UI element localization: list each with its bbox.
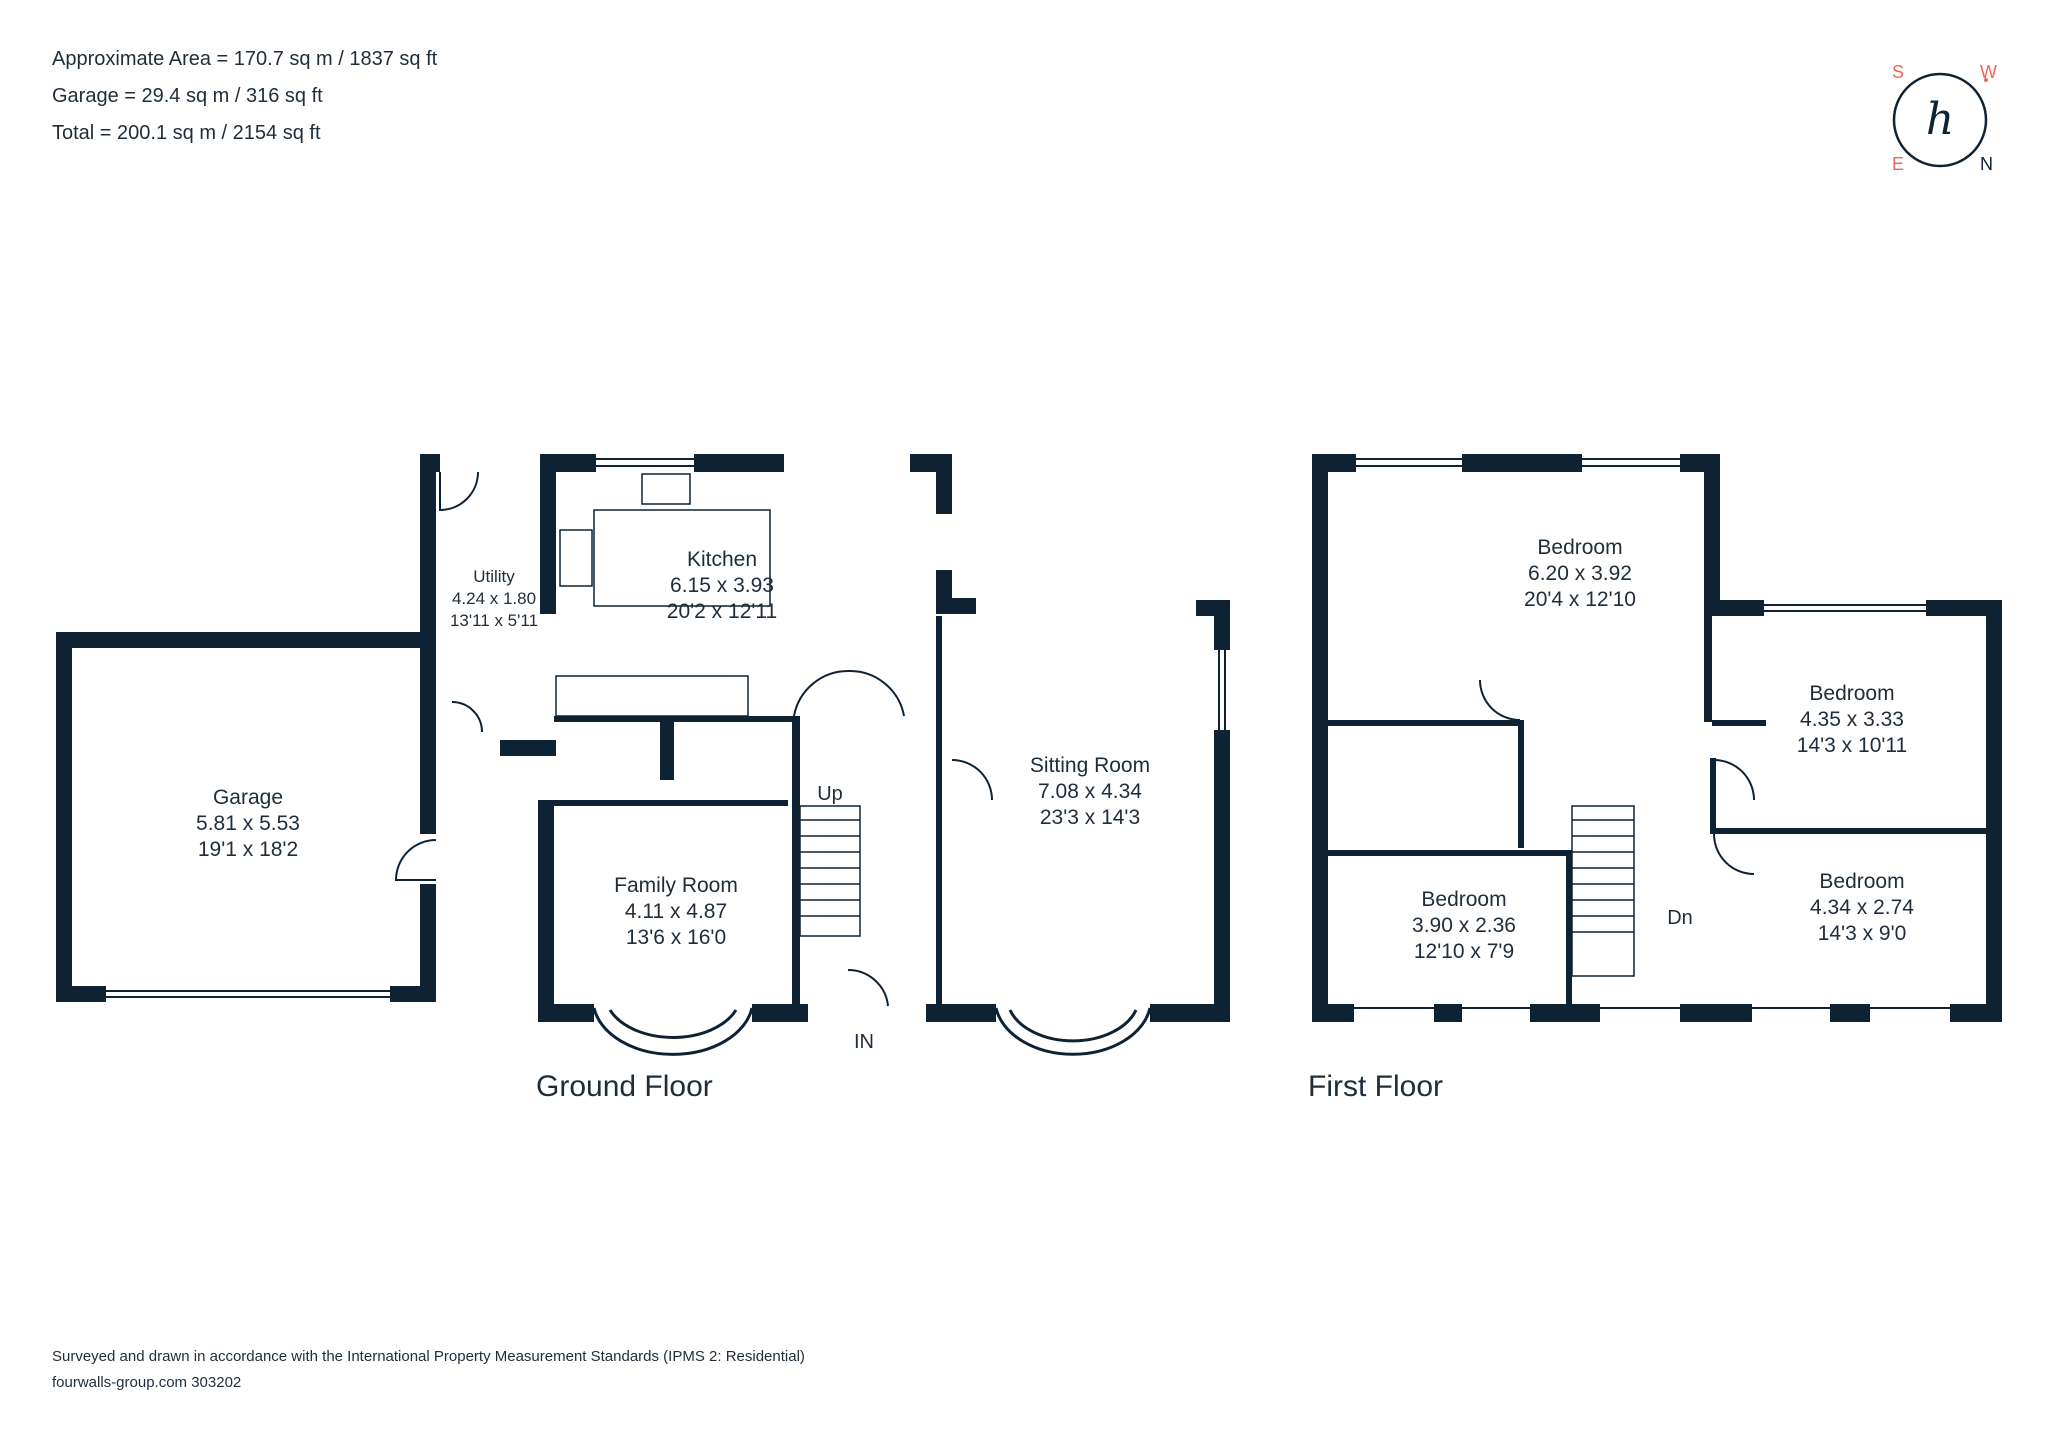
sitting-room-name: Sitting Room: [1030, 754, 1150, 777]
compass-w: W: [1980, 62, 1997, 82]
windows: [60, 458, 1950, 1009]
family-room-name: Family Room: [614, 874, 738, 897]
bedroom3-metric: 3.90 x 2.36: [1412, 914, 1516, 937]
logo-letter: h: [1926, 94, 1954, 145]
first-floor-label: First Floor: [1308, 1070, 1443, 1103]
garage-name: Garage: [213, 786, 283, 809]
bedroom3-name: Bedroom: [1421, 888, 1506, 911]
utility-name: Utility: [473, 567, 515, 586]
family-room-imperial: 13'6 x 16'0: [626, 926, 726, 949]
sitting-room-imperial: 23'3 x 14'3: [1040, 806, 1140, 829]
bay-windows: [592, 1007, 1152, 1056]
bedroom4-imperial: 14'3 x 9'0: [1818, 922, 1907, 945]
compass-logo: h S W E N: [1892, 62, 1997, 174]
kitchen-fittings: [555, 473, 771, 717]
bedroom2-imperial: 14'3 x 10'11: [1797, 734, 1907, 757]
ground-floor-label: Ground Floor: [536, 1070, 713, 1103]
bedroom1-imperial: 20'4 x 12'10: [1524, 588, 1636, 611]
bedroom1-metric: 6.20 x 3.92: [1528, 562, 1632, 585]
compass-n: N: [1980, 154, 1993, 174]
kitchen-name: Kitchen: [687, 548, 757, 571]
kitchen-imperial: 20'2 x 12'11: [667, 600, 777, 623]
doors: [394, 471, 1755, 1007]
compass-dot: [1984, 78, 1988, 82]
bedroom4-name: Bedroom: [1819, 870, 1904, 893]
bedroom4-metric: 4.34 x 2.74: [1810, 896, 1914, 919]
approx-area-text: Approximate Area = 170.7 sq m / 1837 sq …: [52, 48, 438, 70]
compass-e: E: [1892, 154, 1904, 174]
entrance-label: IN: [854, 1031, 874, 1053]
compass-s: S: [1892, 62, 1904, 82]
compass-circle: [1892, 72, 1988, 168]
stairs-up-label: Up: [817, 783, 843, 805]
total-area-text: Total = 200.1 sq m / 2154 sq ft: [52, 122, 321, 144]
bedroom3-imperial: 12'10 x 7'9: [1414, 940, 1514, 963]
sitting-room-metric: 7.08 x 4.34: [1038, 780, 1142, 803]
utility-imperial: 13'11 x 5'11: [450, 611, 538, 630]
bedroom2-metric: 4.35 x 3.33: [1800, 708, 1904, 731]
bedroom1-name: Bedroom: [1537, 536, 1622, 559]
family-room-metric: 4.11 x 4.87: [625, 900, 727, 923]
reference-footer: fourwalls-group.com 303202: [52, 1374, 242, 1391]
standards-footer: Surveyed and drawn in accordance with th…: [52, 1348, 805, 1365]
utility-metric: 4.24 x 1.80: [452, 589, 536, 608]
walls: [56, 454, 2002, 1022]
kitchen-metric: 6.15 x 3.93: [670, 574, 774, 597]
room-labels: Garage 5.81 x 5.53 19'1 x 18'2 Utility 4…: [196, 536, 1914, 1053]
garage-imperial: 19'1 x 18'2: [198, 838, 298, 861]
garage-area-text: Garage = 29.4 sq m / 316 sq ft: [52, 85, 323, 107]
stairs-down-label: Dn: [1667, 907, 1693, 929]
garage-metric: 5.81 x 5.53: [196, 812, 300, 835]
stairs: [799, 805, 1635, 977]
bedroom2-name: Bedroom: [1809, 682, 1894, 705]
